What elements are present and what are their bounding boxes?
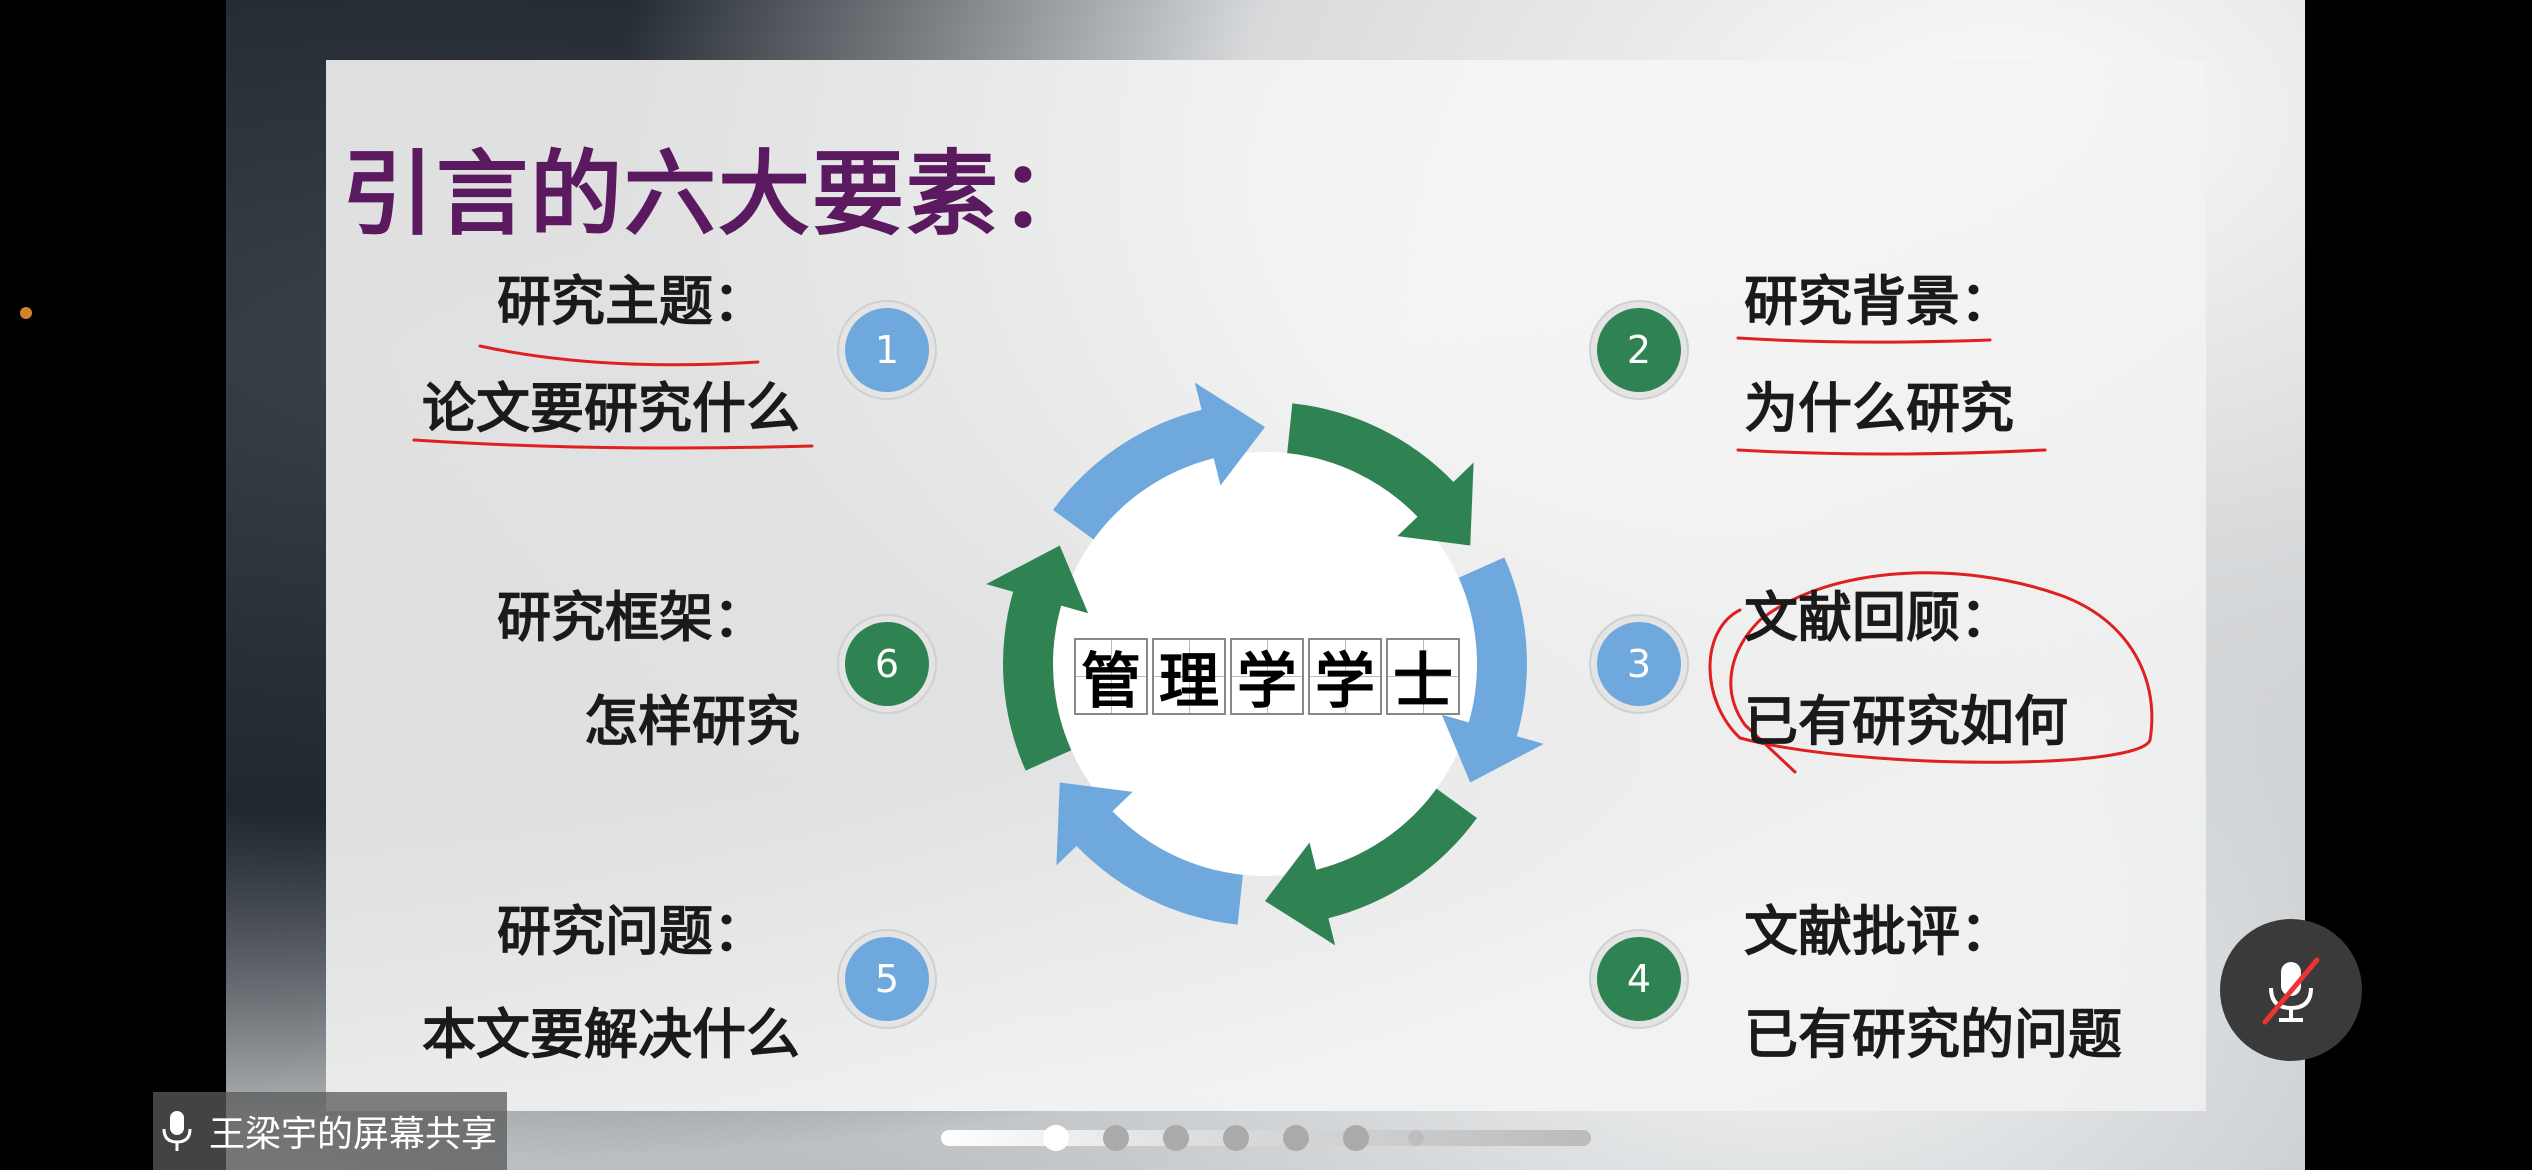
- logo-char: 理: [1152, 638, 1226, 717]
- page-dot[interactable]: [1103, 1125, 1129, 1151]
- cycle-arrow: [1265, 788, 1477, 946]
- cycle-arrow: [1053, 382, 1265, 540]
- item-6-title: 研究框架：: [497, 586, 767, 649]
- item-1-badge: 1: [845, 308, 929, 392]
- page-dot[interactable]: [1043, 1125, 1069, 1151]
- cycle-arrow: [1056, 782, 1243, 925]
- item-3-badge: 3: [1597, 622, 1681, 706]
- item-4-badge: 4: [1597, 937, 1681, 1021]
- cycle-arrow: [1441, 557, 1544, 783]
- center-logo: 管 理 学 学 士: [1074, 638, 1460, 717]
- underline-topic: [478, 344, 760, 367]
- slide-title: 引言的六大要素：: [342, 141, 1095, 248]
- logo-char: 士: [1386, 638, 1460, 717]
- page-dot[interactable]: [1408, 1130, 1424, 1146]
- logo-char: 学: [1308, 638, 1382, 717]
- item-3-title: 文献回顾：: [1744, 586, 2014, 649]
- page-dot[interactable]: [1223, 1125, 1249, 1151]
- mute-button[interactable]: [2220, 919, 2362, 1061]
- overlay-left: [0, 1092, 153, 1170]
- item-3-desc: 已有研究如何: [1744, 690, 2068, 753]
- item-5-badge: 5: [845, 937, 929, 1021]
- item-2-title: 研究背景：: [1744, 270, 2014, 333]
- item-4-title: 文献批评：: [1744, 900, 2014, 963]
- item-5-title: 研究问题：: [497, 900, 767, 963]
- logo-char: 学: [1230, 638, 1304, 717]
- item-1-desc: 论文要研究什么: [422, 377, 800, 440]
- screen-share-label[interactable]: 王梁宇的屏幕共享: [153, 1092, 507, 1170]
- circle-annotation: [1708, 571, 2154, 774]
- item-5-desc: 本文要解决什么: [422, 1003, 800, 1066]
- item-6-desc: 怎样研究: [584, 690, 800, 753]
- page-indicator-bar[interactable]: [941, 1130, 1591, 1146]
- cycle-arrow: [986, 545, 1089, 771]
- page-dot[interactable]: [1163, 1125, 1189, 1151]
- underline-background-desc: [1736, 448, 2047, 456]
- page-dot[interactable]: [1343, 1125, 1369, 1151]
- red-annotations: [412, 336, 2154, 774]
- underline-background: [1736, 336, 1992, 344]
- item-1-title: 研究主题：: [497, 270, 767, 333]
- underline-topic-desc: [412, 438, 814, 450]
- item-4-desc: 已有研究的问题: [1744, 1003, 2122, 1066]
- item-2-badge: 2: [1597, 308, 1681, 392]
- page-dot[interactable]: [1283, 1125, 1309, 1151]
- mic-muted-icon: [2262, 957, 2320, 1025]
- item-6-badge: 6: [845, 622, 929, 706]
- screen-share-text: 王梁宇的屏幕共享: [209, 1114, 498, 1155]
- status-dot: [20, 307, 32, 319]
- mic-icon: [162, 1111, 192, 1151]
- logo-char: 管: [1074, 638, 1148, 717]
- item-2-desc: 为什么研究: [1744, 377, 2014, 440]
- cycle-arrow: [1287, 403, 1474, 546]
